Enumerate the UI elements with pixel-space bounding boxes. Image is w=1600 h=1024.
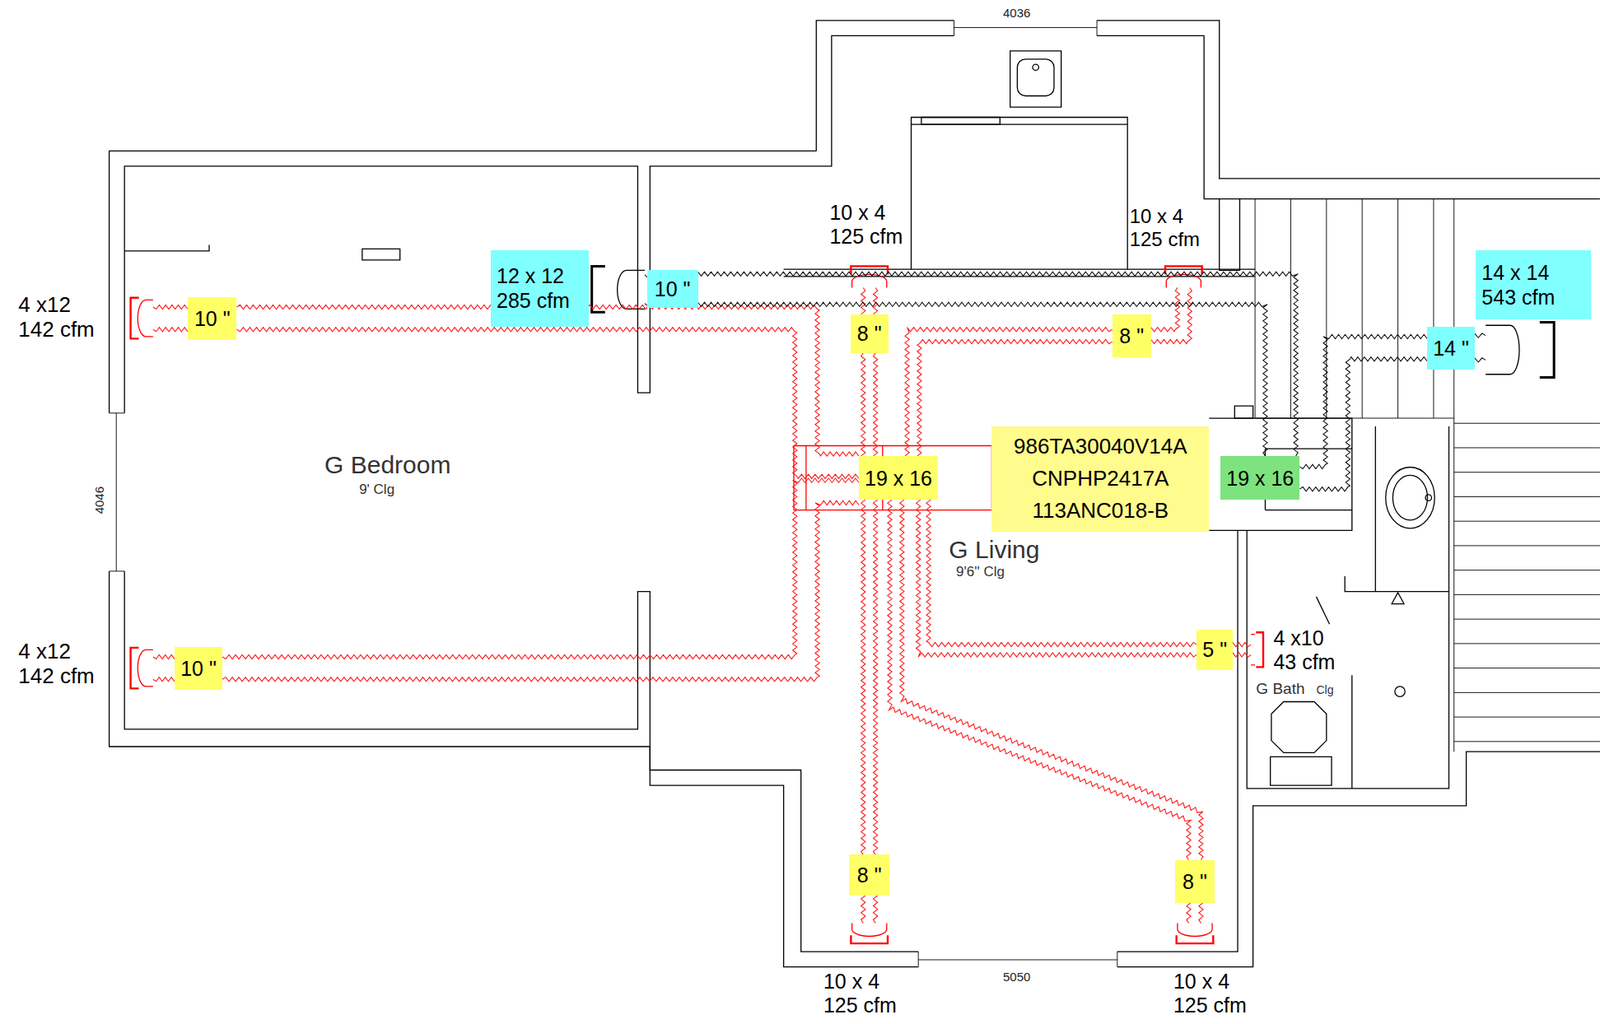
size-text: 8 " bbox=[1119, 323, 1144, 349]
equipment-models: 986TA30040V14A CNPHP2417A 113ANC018-B bbox=[991, 426, 1209, 532]
return-grille bbox=[1485, 325, 1520, 374]
size-text: 10 " bbox=[654, 276, 691, 302]
window-dimension: 5050 bbox=[1002, 970, 1031, 985]
sink-symbol bbox=[1392, 475, 1428, 521]
plenum-size: 19 x 16 bbox=[858, 456, 938, 500]
supply-duct-size: 10 " bbox=[187, 297, 237, 341]
return-duct-size: 14 " bbox=[1427, 326, 1475, 370]
flex-duct bbox=[153, 654, 175, 682]
shelf bbox=[921, 116, 1000, 125]
sink-symbol bbox=[1032, 64, 1039, 70]
plenum-size: 19 x 16 bbox=[1220, 456, 1300, 500]
size-text: 986TA30040V14A CNPHP2417A 113ANC018-B bbox=[1001, 430, 1199, 528]
flex-duct bbox=[1151, 287, 1193, 344]
sink-symbol bbox=[1010, 51, 1062, 108]
interior-wall bbox=[124, 35, 1600, 952]
closet bbox=[911, 116, 1241, 271]
toilet-symbol bbox=[1270, 756, 1332, 786]
supply-duct-size: 8 " bbox=[850, 314, 889, 354]
flex-duct-run bbox=[887, 499, 1204, 860]
vanity bbox=[1344, 426, 1449, 593]
flex-duct bbox=[153, 304, 188, 332]
size-text: 10 " bbox=[180, 656, 217, 682]
ceiling-height: 9'6'' Clg bbox=[956, 564, 1005, 581]
ceiling-height: Clg bbox=[1315, 683, 1334, 697]
flex-duct-run bbox=[236, 304, 859, 479]
equipment-closet bbox=[1234, 405, 1253, 419]
register-spec: 4 x12 142 cfm bbox=[18, 639, 101, 690]
supply-register bbox=[1255, 632, 1264, 668]
return-duct-size: 10 " bbox=[647, 270, 699, 308]
sink-symbol bbox=[1016, 59, 1055, 97]
flex-duct-run bbox=[861, 353, 878, 457]
sink-symbol bbox=[1425, 494, 1432, 501]
toilet-partition bbox=[1351, 675, 1353, 789]
size-text: 14 " bbox=[1432, 335, 1470, 361]
flex-duct-run bbox=[222, 478, 859, 682]
floor-drain bbox=[1394, 686, 1405, 697]
register-spec: 10 x 4 125 cfm bbox=[1129, 205, 1209, 251]
size-text: 8 " bbox=[857, 862, 882, 888]
size-text: 14 x 14 543 cfm bbox=[1481, 260, 1571, 310]
room-name: G Living bbox=[948, 537, 1040, 563]
flex-duct bbox=[1474, 333, 1486, 363]
register-spec: 10 x 4 125 cfm bbox=[823, 970, 906, 1018]
room-name: G Bath bbox=[1255, 680, 1305, 699]
flex-duct bbox=[861, 287, 878, 314]
grille-spec-tag: 12 x 12 285 cfm bbox=[490, 250, 589, 327]
window bbox=[109, 20, 1118, 968]
supply-register bbox=[852, 274, 887, 288]
grille-spec-tag: 14 x 14 543 cfm bbox=[1475, 250, 1591, 320]
shelf bbox=[362, 248, 401, 261]
room-name: G Bedroom bbox=[324, 452, 451, 478]
size-text: 8 " bbox=[857, 321, 882, 346]
supply-duct-size: 8 " bbox=[1112, 314, 1152, 358]
supply-duct-size: 8 " bbox=[1175, 860, 1214, 904]
size-text: 5 " bbox=[1202, 637, 1227, 663]
supply-register bbox=[1177, 923, 1213, 937]
sink-symbol bbox=[1385, 467, 1435, 529]
size-text: 19 x 16 bbox=[1226, 466, 1294, 491]
supply-duct-size: 5 " bbox=[1196, 629, 1233, 672]
ceiling-height: 9' Clg bbox=[359, 481, 395, 499]
return-grille bbox=[617, 270, 645, 309]
flex-duct bbox=[1232, 643, 1251, 658]
supply-duct-size: 8 " bbox=[848, 854, 891, 896]
supply-register bbox=[1250, 634, 1255, 666]
toilet-symbol bbox=[1271, 702, 1327, 754]
flex-duct bbox=[861, 895, 878, 924]
register-spec: 4 x12 142 cfm bbox=[18, 293, 101, 343]
fixture-mark bbox=[1391, 592, 1405, 605]
window-dimension: 4036 bbox=[1002, 5, 1031, 20]
flex-duct bbox=[1186, 903, 1204, 924]
register-spec: 10 x 4 125 cfm bbox=[829, 200, 912, 249]
size-text: 8 " bbox=[1182, 869, 1208, 895]
register-spec: 10 x 4 125 cfm bbox=[1173, 970, 1256, 1018]
equipment-closet bbox=[1208, 418, 1352, 531]
door-swing bbox=[1315, 597, 1330, 625]
supply-register bbox=[852, 923, 887, 937]
size-text: 12 x 12 285 cfm bbox=[496, 263, 583, 313]
supply-register bbox=[137, 299, 154, 337]
exterior-wall bbox=[109, 20, 1600, 968]
size-text: 19 x 16 bbox=[864, 466, 933, 491]
size-text: 10 " bbox=[194, 306, 231, 332]
flex-duct-run bbox=[861, 499, 878, 855]
flex-duct-run bbox=[1299, 334, 1428, 491]
stair bbox=[1254, 199, 1600, 753]
return-grille bbox=[1539, 322, 1554, 378]
window-dimension: 4046 bbox=[92, 485, 107, 514]
supply-duct-size: 10 " bbox=[174, 647, 223, 691]
supply-register bbox=[137, 649, 154, 687]
supply-register bbox=[1166, 274, 1201, 288]
register-spec: 4 x10 43 cfm bbox=[1273, 626, 1343, 675]
